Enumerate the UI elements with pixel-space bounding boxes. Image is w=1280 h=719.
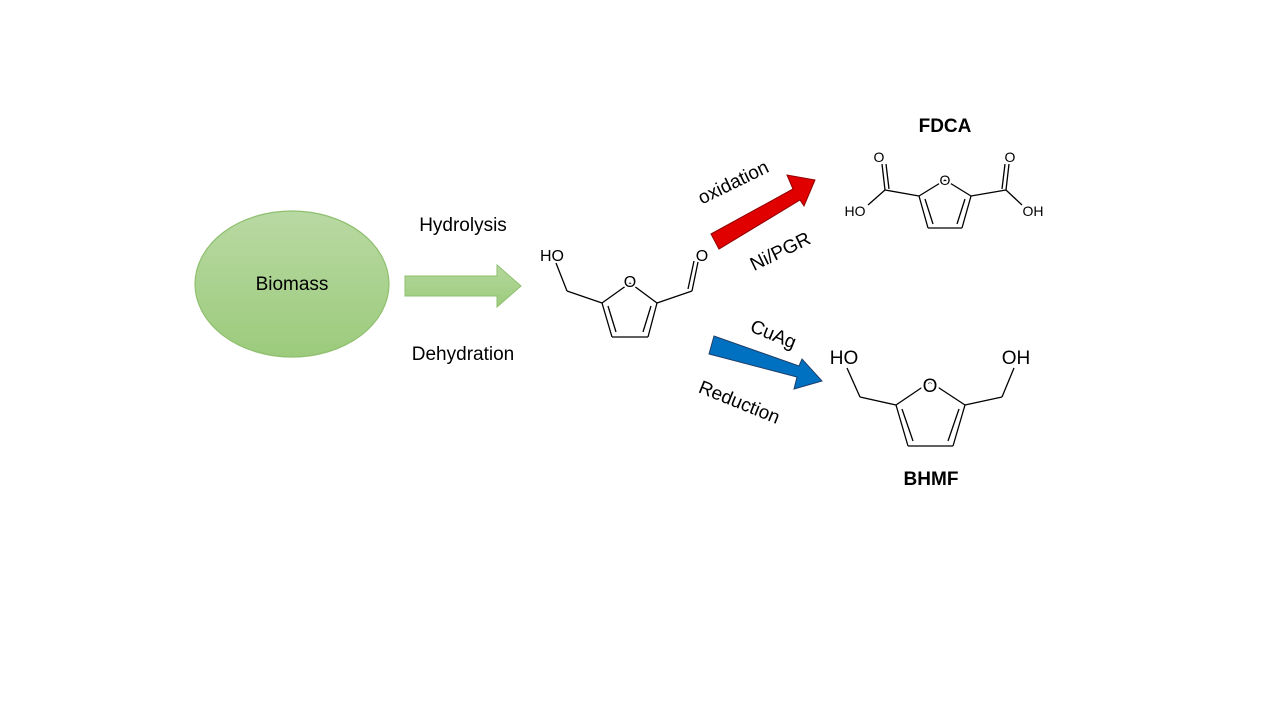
biomass-label: Biomass [256, 274, 329, 295]
oxidation-step: oxidation Ni/PGR [695, 157, 816, 276]
bhmf-title: BHMF [904, 469, 959, 490]
reduction-label: Reduction [695, 377, 782, 429]
hydrolysis-dehydration-step: Hydrolysis Dehydration [404, 215, 522, 365]
fdca-right-o-label: O [1005, 149, 1016, 165]
oxidation-label: oxidation [695, 157, 773, 209]
hmf-ho-label: HO [540, 248, 564, 265]
hydrolysis-arrow [404, 263, 522, 309]
bhmf-molecule: HO OH O BHMF [830, 348, 1031, 490]
bhmf-oh-label: OH [1002, 348, 1031, 369]
fdca-title: FDCA [919, 116, 972, 137]
oxidation-arrow [710, 174, 816, 250]
bhmf-ring-o-label: O [923, 376, 938, 397]
bhmf-ho-label: HO [830, 348, 859, 369]
reduction-step: CuAg Reduction [695, 316, 823, 429]
fdca-ho-label: HO [845, 203, 866, 219]
fdca-ring-o-label: O [940, 172, 951, 188]
biomass-node: Biomass [194, 210, 390, 358]
hmf-ring-o-label: O [624, 274, 636, 291]
reduction-arrow [708, 335, 823, 390]
fdca-molecule: FDCA O O O HO OH [845, 116, 1044, 229]
fdca-oh-label: OH [1023, 203, 1044, 219]
oxidation-catalyst-label: Ni/PGR [747, 229, 814, 276]
dehydration-label: Dehydration [412, 344, 514, 365]
reduction-catalyst-label: CuAg [747, 316, 799, 353]
fdca-left-o-label: O [874, 149, 885, 165]
biomass-ellipse [194, 210, 390, 358]
hmf-molecule: HO O O [540, 248, 708, 338]
hmf-aldehyde-o-label: O [696, 248, 708, 265]
hydrolysis-label: Hydrolysis [419, 215, 507, 236]
